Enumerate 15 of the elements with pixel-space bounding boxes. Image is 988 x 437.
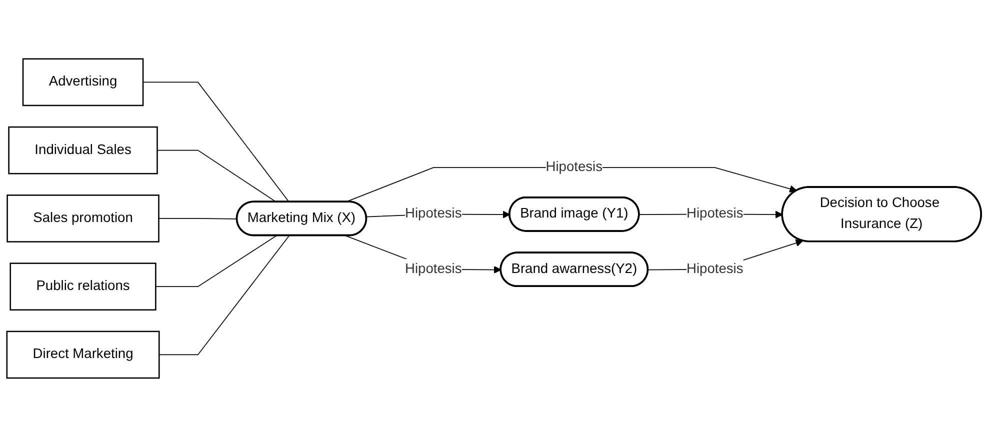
- edge-label: Hipotesis: [405, 206, 462, 222]
- node-box: Sales promotion: [6, 194, 160, 242]
- node-box: Direct Marketing: [6, 330, 160, 379]
- edge-label: Hipotesis: [686, 206, 744, 222]
- node-box: Public relations: [10, 262, 156, 311]
- connector: [142, 82, 290, 203]
- node-box: Advertising: [22, 58, 144, 106]
- edge-label: Hipotesis: [405, 262, 462, 276]
- connector: [158, 235, 290, 356]
- edge-label: Hipotesis: [686, 262, 744, 276]
- connector: [155, 235, 277, 288]
- connector: [156, 150, 277, 203]
- edge-label: Hipotesis: [546, 160, 603, 175]
- node-box: Individual Sales: [8, 126, 158, 174]
- connector: [158, 218, 238, 220]
